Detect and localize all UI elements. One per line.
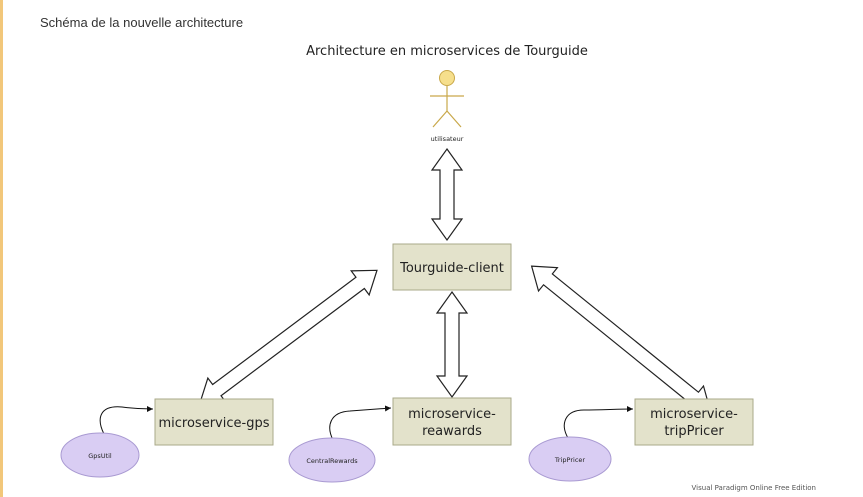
trippricer-label: TripPricer (554, 456, 585, 464)
centralrewards-ellipse: CentralRewards (288, 437, 376, 483)
trippricer-ellipse: TripPricer (528, 436, 612, 482)
connector-trippricer-trippricer (563, 406, 634, 439)
centralrewards-label: CentralRewards (306, 457, 358, 465)
arrow-client-trippricer (530, 265, 712, 412)
microservice-gps-box: microservice-gps (154, 398, 274, 446)
microservice-rewards-label-line2: reawards (422, 424, 482, 439)
microservice-trippricer-label-line1: microservice- (650, 407, 738, 422)
actor-label: utilisateur (431, 135, 464, 143)
connector-centralrewards-rewards (329, 405, 392, 441)
arrow-client-rewards (435, 290, 469, 399)
gpsutil-ellipse: GpsUtil (60, 432, 140, 478)
microservice-rewards-box: microservice- reawards (392, 397, 512, 446)
footer-watermark: Visual Paradigm Online Free Edition (692, 484, 816, 492)
diagram-title: Architecture en microservices de Tourgui… (306, 44, 588, 59)
actor-utilisateur: utilisateur (430, 70, 464, 143)
left-accent-bar (0, 0, 3, 497)
arrow-client-gps (199, 269, 378, 404)
gpsutil-label: GpsUtil (88, 452, 112, 460)
actor-head-icon (439, 70, 455, 86)
microservice-gps-label: microservice-gps (159, 416, 270, 431)
tourguide-client-label: Tourguide-client (399, 261, 504, 276)
microservice-trippricer-label-line2: tripPricer (664, 424, 724, 439)
actor-right-leg (446, 110, 462, 128)
actor-left-leg (432, 110, 448, 128)
section-title: Schéma de la nouvelle architecture (40, 15, 244, 30)
arrow-actor-client (430, 147, 464, 242)
tourguide-client-box: Tourguide-client (392, 243, 512, 291)
connector-gpsutil-gps (99, 405, 154, 435)
microservice-rewards-label-line1: microservice- (408, 407, 496, 422)
microservice-trippricer-box: microservice- tripPricer (634, 398, 754, 446)
